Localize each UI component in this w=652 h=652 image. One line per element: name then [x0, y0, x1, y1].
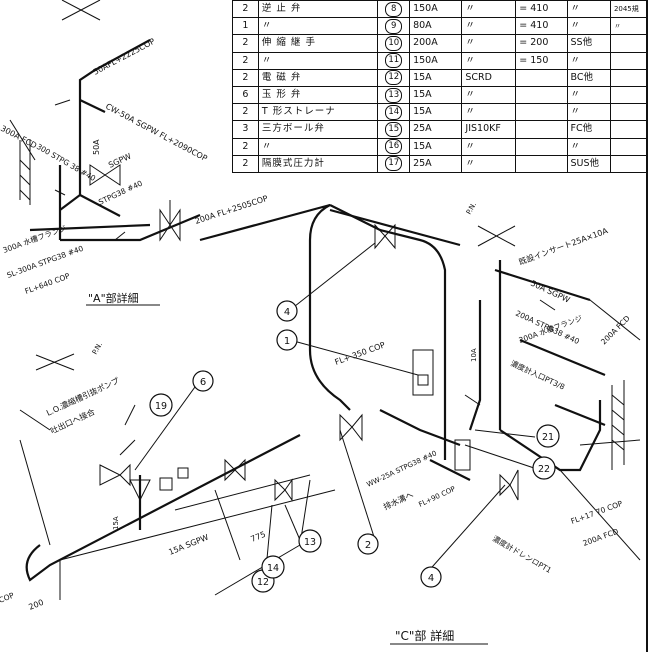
parts-number: 8 — [377, 0, 411, 19]
balloon-22: 22 — [532, 456, 556, 480]
label-50a: 50A — [92, 139, 101, 155]
parts-remark — [609, 154, 648, 173]
detail-c-piping — [199, 203, 641, 561]
svg-text:19: 19 — [155, 401, 167, 412]
label-inlet: 濃度計入口PT3/8 — [509, 358, 567, 392]
parts-number: 17 — [377, 154, 411, 173]
svg-text:4: 4 — [428, 573, 434, 584]
label-drain: 排水溝へ — [382, 489, 415, 512]
label-775: 775 — [249, 530, 267, 544]
balloon-1: 1 — [276, 329, 298, 351]
parts-spec: 〃 — [461, 0, 517, 19]
drawing-border-right — [646, 0, 648, 652]
label-fl640: FL+640 COP — [24, 271, 72, 296]
svg-text:6: 6 — [200, 377, 206, 388]
label-10a: 10A — [470, 348, 478, 362]
label-fl2505: 200A FL+2505COP — [194, 194, 269, 226]
parts-length: = 410 — [515, 0, 568, 19]
label-cw50: CW-50A SGPW FL+2090COP — [104, 102, 209, 163]
label-fl90: FL+90 COP — [417, 485, 456, 509]
balloon-2: 2 — [357, 533, 379, 555]
detail-a-title: "A"部詳細 — [88, 291, 139, 305]
label-stpg: 300 STPG 38 #40 — [35, 142, 97, 183]
label-pn-c: P.N. — [465, 201, 478, 216]
north-arrow-b — [35, 353, 75, 371]
svg-text:13: 13 — [304, 537, 316, 548]
balloon-21: 21 — [536, 424, 560, 448]
label-stpg38-a: STPG38 #40 — [97, 179, 144, 207]
balloon-13: 13 — [298, 529, 322, 553]
balloon-4-bottom: 4 — [420, 566, 442, 588]
parts-name: 玉 形 弁 — [257, 85, 379, 105]
svg-text:12: 12 — [257, 577, 269, 588]
balloon-6: 6 — [192, 370, 214, 392]
parts-name: 電 磁 弁 — [257, 68, 379, 87]
label-fcd200b: 200A FCD — [582, 527, 620, 548]
parts-size: 150A — [409, 0, 463, 19]
label-fl1770: FL+17 70 COP — [570, 499, 625, 526]
parts-remark: 2045規 — [609, 0, 648, 19]
label-fl2225: 50AFL+2225COP — [92, 37, 157, 77]
parts-name: 〃 — [257, 51, 379, 70]
balloon-19: 19 — [149, 393, 173, 417]
label-15a: 15A — [112, 516, 120, 530]
label-socket: 既設インサート25A×10A — [517, 225, 609, 267]
north-arrow-a — [61, 0, 101, 21]
label-ww25: WW-25A STPG38 #40 — [365, 449, 438, 488]
label-pn-b: P.N. — [91, 341, 104, 356]
parts-name: 隔膜式圧力計 — [257, 154, 379, 173]
parts-qty: 2 — [232, 0, 259, 19]
label-200: 200 — [27, 598, 45, 612]
label-cop: COP — [0, 590, 16, 604]
svg-text:22: 22 — [538, 464, 550, 475]
parts-size: 25A — [409, 154, 463, 173]
svg-text:21: 21 — [542, 432, 554, 443]
label-outlet: 濃度計ドレンロPT1 — [491, 533, 554, 575]
detail-a-piping — [9, 39, 201, 242]
parts-name: 逆 止 弁 — [257, 0, 379, 19]
label-fcd300: 300A FCD — [0, 124, 38, 151]
detail-b-piping — [19, 409, 336, 600]
label-flange300: 300A 水槽フランジ — [1, 222, 68, 254]
parts-material: 〃 — [566, 0, 611, 19]
parts-number: 9 — [377, 17, 411, 36]
balloon-group — [124, 242, 541, 581]
north-arrow-c — [477, 225, 516, 247]
balloon-4-top: 4 — [276, 300, 298, 322]
svg-text:4: 4 — [284, 307, 290, 318]
svg-text:1: 1 — [284, 336, 290, 347]
svg-text:2: 2 — [365, 540, 371, 551]
detail-c-title: "C"部 詳細 — [395, 628, 454, 643]
parts-spec: 〃 — [461, 154, 517, 173]
label-sgpw15: 15A SGPW — [167, 533, 210, 557]
parts-material: SUS他 — [566, 154, 611, 173]
balloon-14: 14 — [261, 555, 285, 579]
parts-size: 150A — [409, 51, 463, 70]
svg-text:14: 14 — [267, 563, 279, 574]
